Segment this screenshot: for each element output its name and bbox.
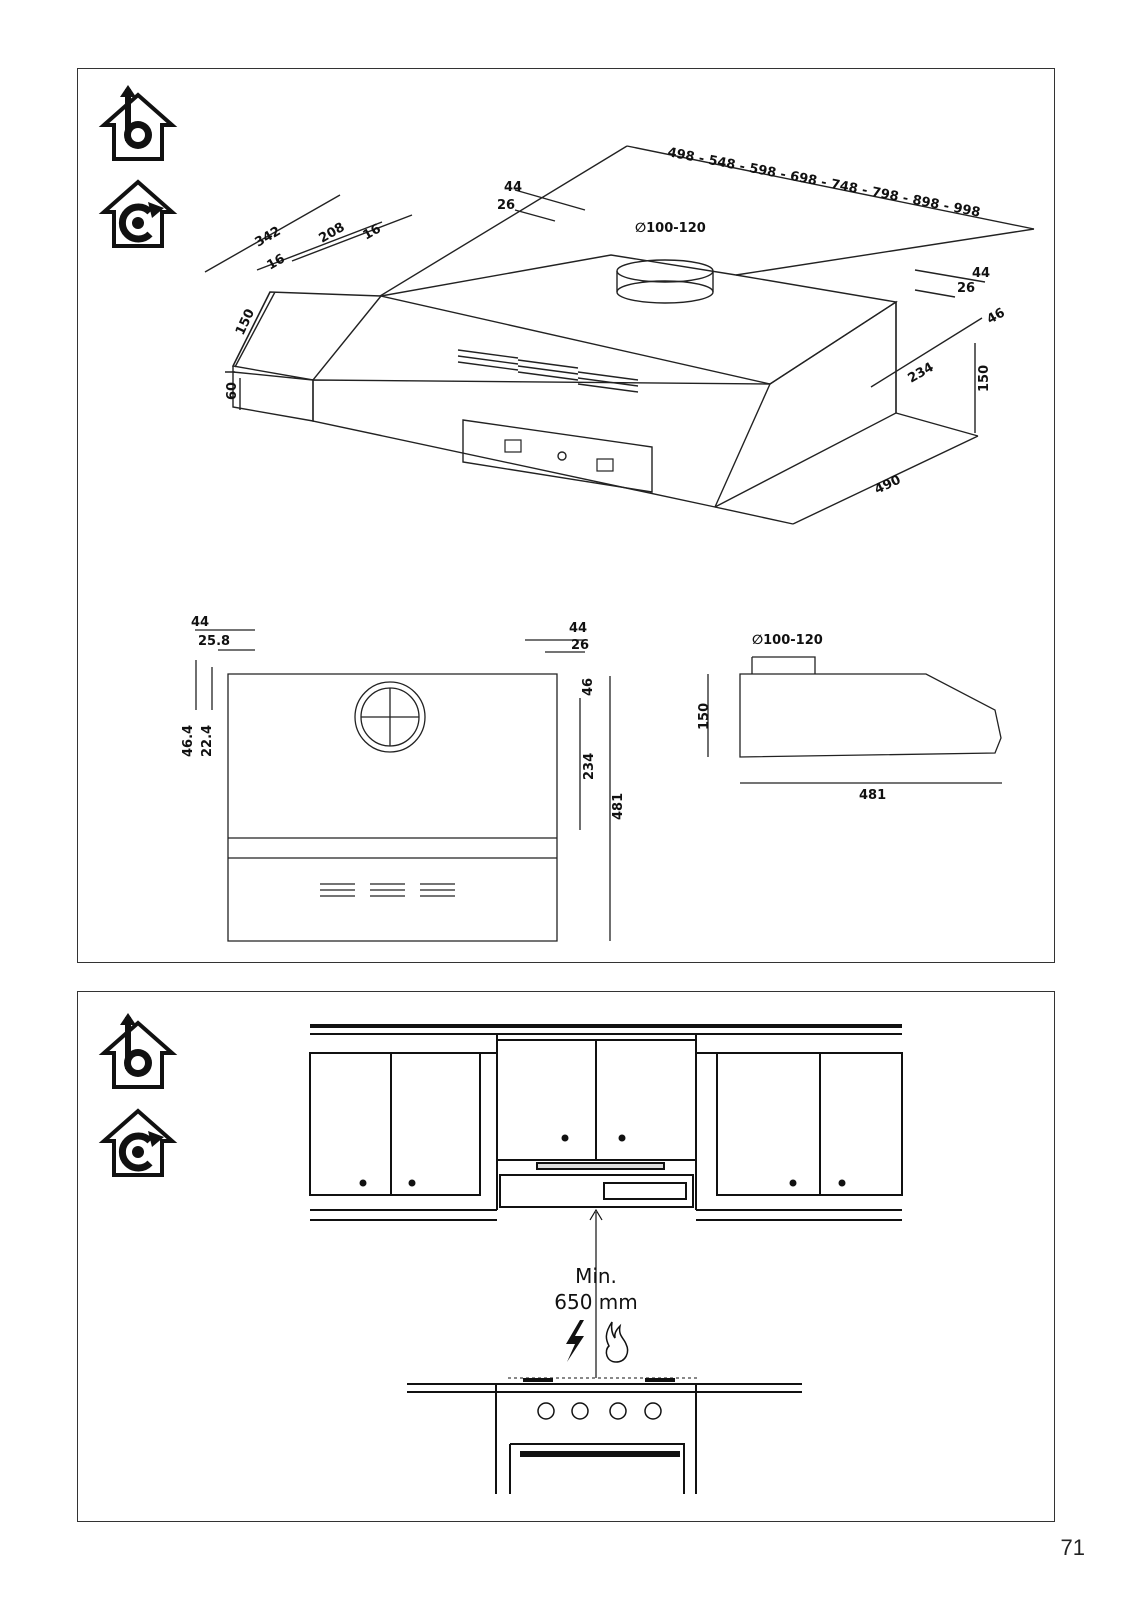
control-strip: [462, 419, 653, 493]
ducted-extraction-icon-2: [98, 1011, 178, 1091]
recirculation-icon: [98, 170, 178, 250]
plan-dim-234: 234: [582, 753, 597, 780]
plan-dim-46: 46: [581, 678, 596, 696]
recirculation-icon-2: [98, 1099, 178, 1179]
hood-top-outline: [380, 254, 898, 385]
plan-view-outline: [227, 673, 558, 942]
dim-150-height: 150: [977, 365, 992, 392]
burner-1: [537, 1402, 555, 1420]
side-dim-481: 481: [859, 788, 886, 803]
burner-3: [609, 1402, 627, 1420]
plan-dim-25-8: 25.8: [198, 634, 230, 649]
side-duct-diameter: ∅100-120: [752, 633, 823, 648]
plan-dim-46-4: 46.4: [181, 725, 196, 757]
cabinet-right: [716, 1052, 903, 1196]
dimensions-panel: [77, 68, 1055, 963]
dim-44-top-right: 44: [972, 266, 990, 281]
electric-hazard-icon: [566, 1320, 584, 1362]
plan-dim-44-left: 44: [191, 615, 209, 630]
min-distance-label: 650 mm: [554, 1290, 638, 1314]
dim-60: 60: [225, 382, 240, 400]
plan-dim-26: 26: [571, 638, 589, 653]
plan-dim-481: 481: [611, 793, 626, 820]
ducted-extraction-icon: [98, 83, 178, 163]
installed-hood: [499, 1174, 694, 1208]
dim-26-top-right: 26: [957, 281, 975, 296]
installation-panel: [77, 991, 1055, 1522]
dim-44-top-left: 44: [504, 180, 522, 195]
side-dim-150: 150: [697, 703, 712, 730]
gas-flame-icon: [605, 1321, 629, 1363]
plan-dim-22-4: 22.4: [200, 725, 215, 757]
min-label: Min.: [575, 1264, 617, 1288]
burner-2: [571, 1402, 589, 1420]
cabinet-left: [309, 1052, 481, 1196]
duct-diameter-label: ∅100-120: [635, 221, 706, 236]
side-view-outline: [739, 673, 1002, 758]
page-number: 71: [1060, 1535, 1085, 1560]
burner-4: [644, 1402, 662, 1420]
plan-dim-44-right: 44: [569, 621, 587, 636]
dim-26-top-left: 26: [497, 198, 515, 213]
